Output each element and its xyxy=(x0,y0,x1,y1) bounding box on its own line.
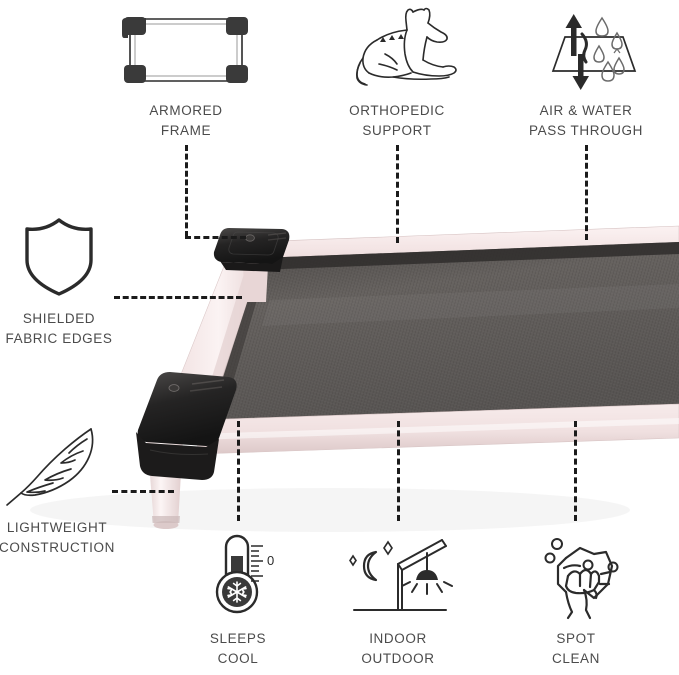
corner-cap-back-left xyxy=(213,228,290,272)
thermometer-scale xyxy=(251,545,263,582)
connector-indoor-outdoor xyxy=(397,421,400,521)
thermometer-snowflake-icon-wrap: 0 xyxy=(168,534,308,620)
elevated-pet-bed-image xyxy=(0,180,679,555)
armored-frame-icon xyxy=(122,17,248,83)
feather-icon xyxy=(6,428,94,506)
connector-shielded-fabric-edges xyxy=(114,296,242,299)
hand-cloth-bubbles-icon xyxy=(544,538,619,620)
shield-icon-wrap xyxy=(0,214,129,300)
feature-label-armored-frame: ARMORED FRAME xyxy=(149,103,223,138)
snowflake-icon xyxy=(227,581,247,603)
mesh-weave-texture xyxy=(208,242,679,424)
thermometer-scale-label: 0 xyxy=(267,553,274,568)
feature-label-lightweight-construction: LIGHTWEIGHT CONSTRUCTION xyxy=(0,520,115,555)
feature-sleeps-cool: 0 SLEEPS COOL xyxy=(158,534,318,668)
shield-icon xyxy=(25,218,93,296)
down-arrow-icon xyxy=(572,54,589,90)
feature-shielded-fabric-edges: SHIELDED FABRIC EDGES xyxy=(0,214,139,348)
corner-cap-front-left xyxy=(136,372,237,480)
connector-spot-clean xyxy=(574,421,577,521)
dog-lying-icon xyxy=(356,7,457,86)
airflow-water-droplets-icon xyxy=(551,14,637,90)
stars-icon xyxy=(349,540,393,567)
feature-lightweight-construction: LIGHTWEIGHT CONSTRUCTION xyxy=(0,423,137,557)
dog-lying-icon-wrap xyxy=(327,6,467,92)
light-rays-icon xyxy=(401,581,453,595)
connector-sleeps-cool xyxy=(237,421,240,521)
pet-bed-illustration xyxy=(30,225,679,532)
leg-back-left xyxy=(243,266,268,302)
lamp-shade-icon xyxy=(416,570,438,580)
feature-label-indoor-outdoor: INDOOR OUTDOOR xyxy=(361,631,435,666)
thermometer-snowflake-icon: 0 xyxy=(215,534,274,614)
feature-air-water-pass-through: AIR & WATER PASS THROUGH xyxy=(506,6,666,140)
moon-icon xyxy=(362,550,378,582)
feature-label-sleeps-cool: SLEEPS COOL xyxy=(209,631,267,666)
moon-awning-lamp-icon-wrap xyxy=(328,534,468,620)
mesh-top-seam xyxy=(256,242,679,270)
feature-label-shielded-fabric-edges: SHIELDED FABRIC EDGES xyxy=(5,311,113,346)
water-droplets-icon xyxy=(593,16,625,82)
armored-frame-icon-wrap xyxy=(116,6,256,92)
feature-indoor-outdoor: INDOOR OUTDOOR xyxy=(318,534,478,668)
airflow-water-droplets-icon-wrap xyxy=(516,6,656,92)
connector-air-water-pass-through xyxy=(585,145,588,240)
feature-label-spot-clean: SPOT CLEAN xyxy=(551,631,600,666)
feature-armored-frame: ARMORED FRAME xyxy=(106,6,266,140)
feature-label-orthopedic-support: ORTHOPEDIC SUPPORT xyxy=(349,103,445,138)
feature-label-air-water-pass-through: AIR & WATER PASS THROUGH xyxy=(529,103,643,138)
connector-armored-frame-horizontal xyxy=(185,236,246,239)
feather-icon-wrap xyxy=(0,423,127,509)
connector-orthopedic-support xyxy=(396,145,399,243)
connector-armored-frame-vertical xyxy=(185,145,188,237)
floor-shadow xyxy=(30,488,630,532)
up-arrow-icon xyxy=(565,14,582,56)
frame-rail-front-highlight xyxy=(196,418,679,440)
hand-cloth-bubbles-icon-wrap xyxy=(506,534,646,620)
moon-awning-lamp-icon xyxy=(349,539,453,611)
connector-lightweight-construction xyxy=(112,490,174,493)
bubbles-icon xyxy=(544,538,619,573)
mesh-highlight xyxy=(262,284,679,326)
leg-front-left-foot-band xyxy=(152,516,180,523)
feature-spot-clean: SPOT CLEAN xyxy=(496,534,656,668)
feature-orthopedic-support: ORTHOPEDIC SUPPORT xyxy=(317,6,477,140)
spine-markers xyxy=(380,34,404,42)
